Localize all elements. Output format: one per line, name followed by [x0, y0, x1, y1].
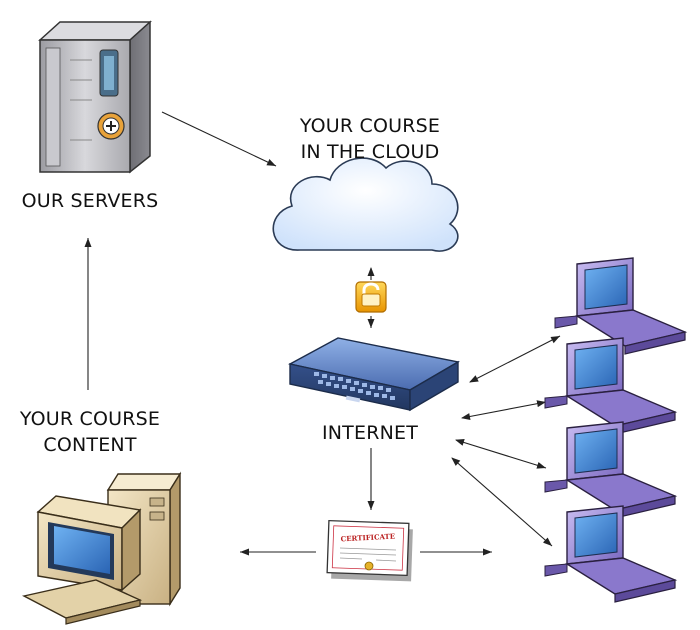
servers-label: OUR SERVERS	[0, 188, 180, 214]
internet-label: INTERNET	[290, 420, 450, 446]
padlock-icon	[355, 281, 387, 313]
network-switch-icon	[288, 337, 460, 412]
certificate-title: CERTIFICATE	[340, 532, 395, 544]
certificate-icon: CERTIFICATE	[326, 519, 413, 582]
course-content-label-line-2: CONTENT	[43, 434, 137, 456]
cloud-label: YOUR COURSE IN THE CLOUD	[270, 113, 470, 165]
server-tower-icon	[38, 20, 152, 174]
arrow-internet-laptop-3	[455, 439, 547, 469]
cloud-icon	[272, 157, 459, 252]
laptop-icon	[554, 257, 688, 355]
laptop-icon	[544, 505, 678, 603]
arrow-internet-laptop-4	[451, 457, 553, 547]
connector-arrows	[84, 111, 561, 556]
course-content-label: YOUR COURSE CONTENT	[0, 406, 180, 458]
laptop-icon	[544, 421, 678, 519]
course-content-label-line-1: YOUR COURSE	[19, 408, 161, 430]
cloud-label-line-1: YOUR COURSE	[299, 115, 441, 137]
servers-label-text: OUR SERVERS	[21, 190, 159, 212]
laptop-icon	[544, 337, 678, 435]
arrow-internet-laptop-2	[461, 400, 547, 420]
internet-label-text: INTERNET	[321, 422, 419, 444]
cloud-label-line-2: IN THE CLOUD	[300, 141, 440, 163]
arrow-servers-to-cloud	[161, 111, 277, 167]
desktop-computer-icon	[21, 471, 182, 625]
arrow-switch-laptop-1	[469, 335, 561, 383]
